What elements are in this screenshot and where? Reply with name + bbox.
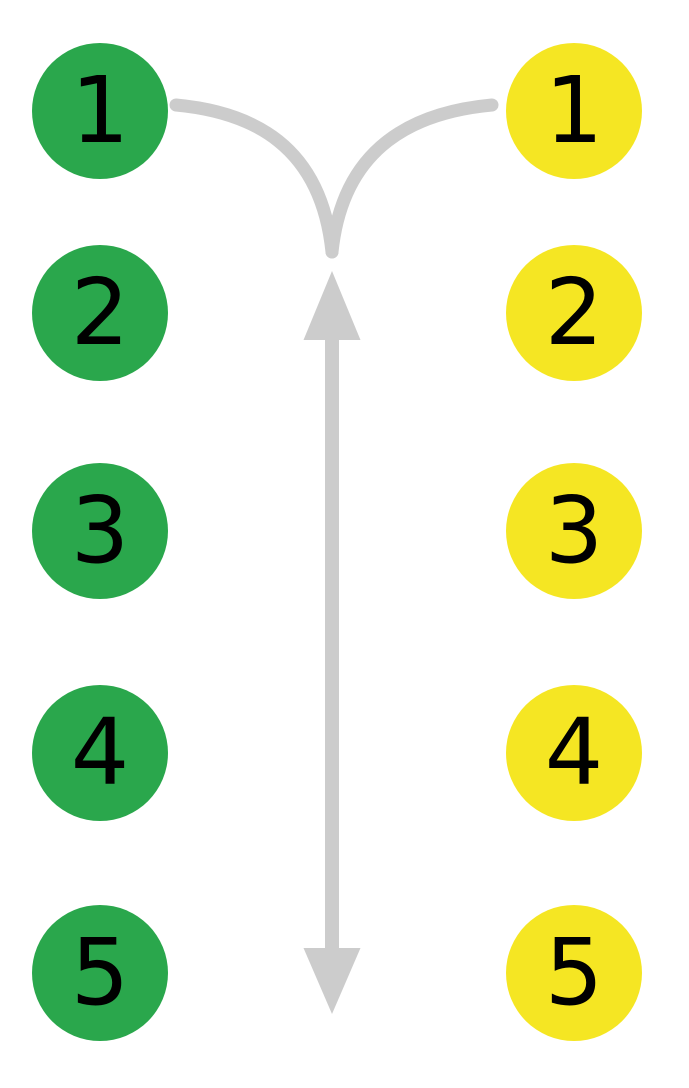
yellow-node-2: 2 [506, 245, 642, 381]
green-node-2: 2 [32, 245, 168, 381]
merge-curve-left-icon [169, 98, 339, 259]
green-node-1: 1 [32, 43, 168, 179]
merge-curve-right-icon [325, 98, 499, 259]
yellow-node-3: 3 [506, 463, 642, 599]
yellow-node-5: 5 [506, 905, 642, 1041]
green-node-5: 5 [32, 905, 168, 1041]
yellow-node-4: 4 [506, 685, 642, 821]
green-node-4: 4 [32, 685, 168, 821]
double-arrow-icon [303, 271, 361, 1014]
green-node-3: 3 [32, 463, 168, 599]
yellow-node-1: 1 [506, 43, 642, 179]
